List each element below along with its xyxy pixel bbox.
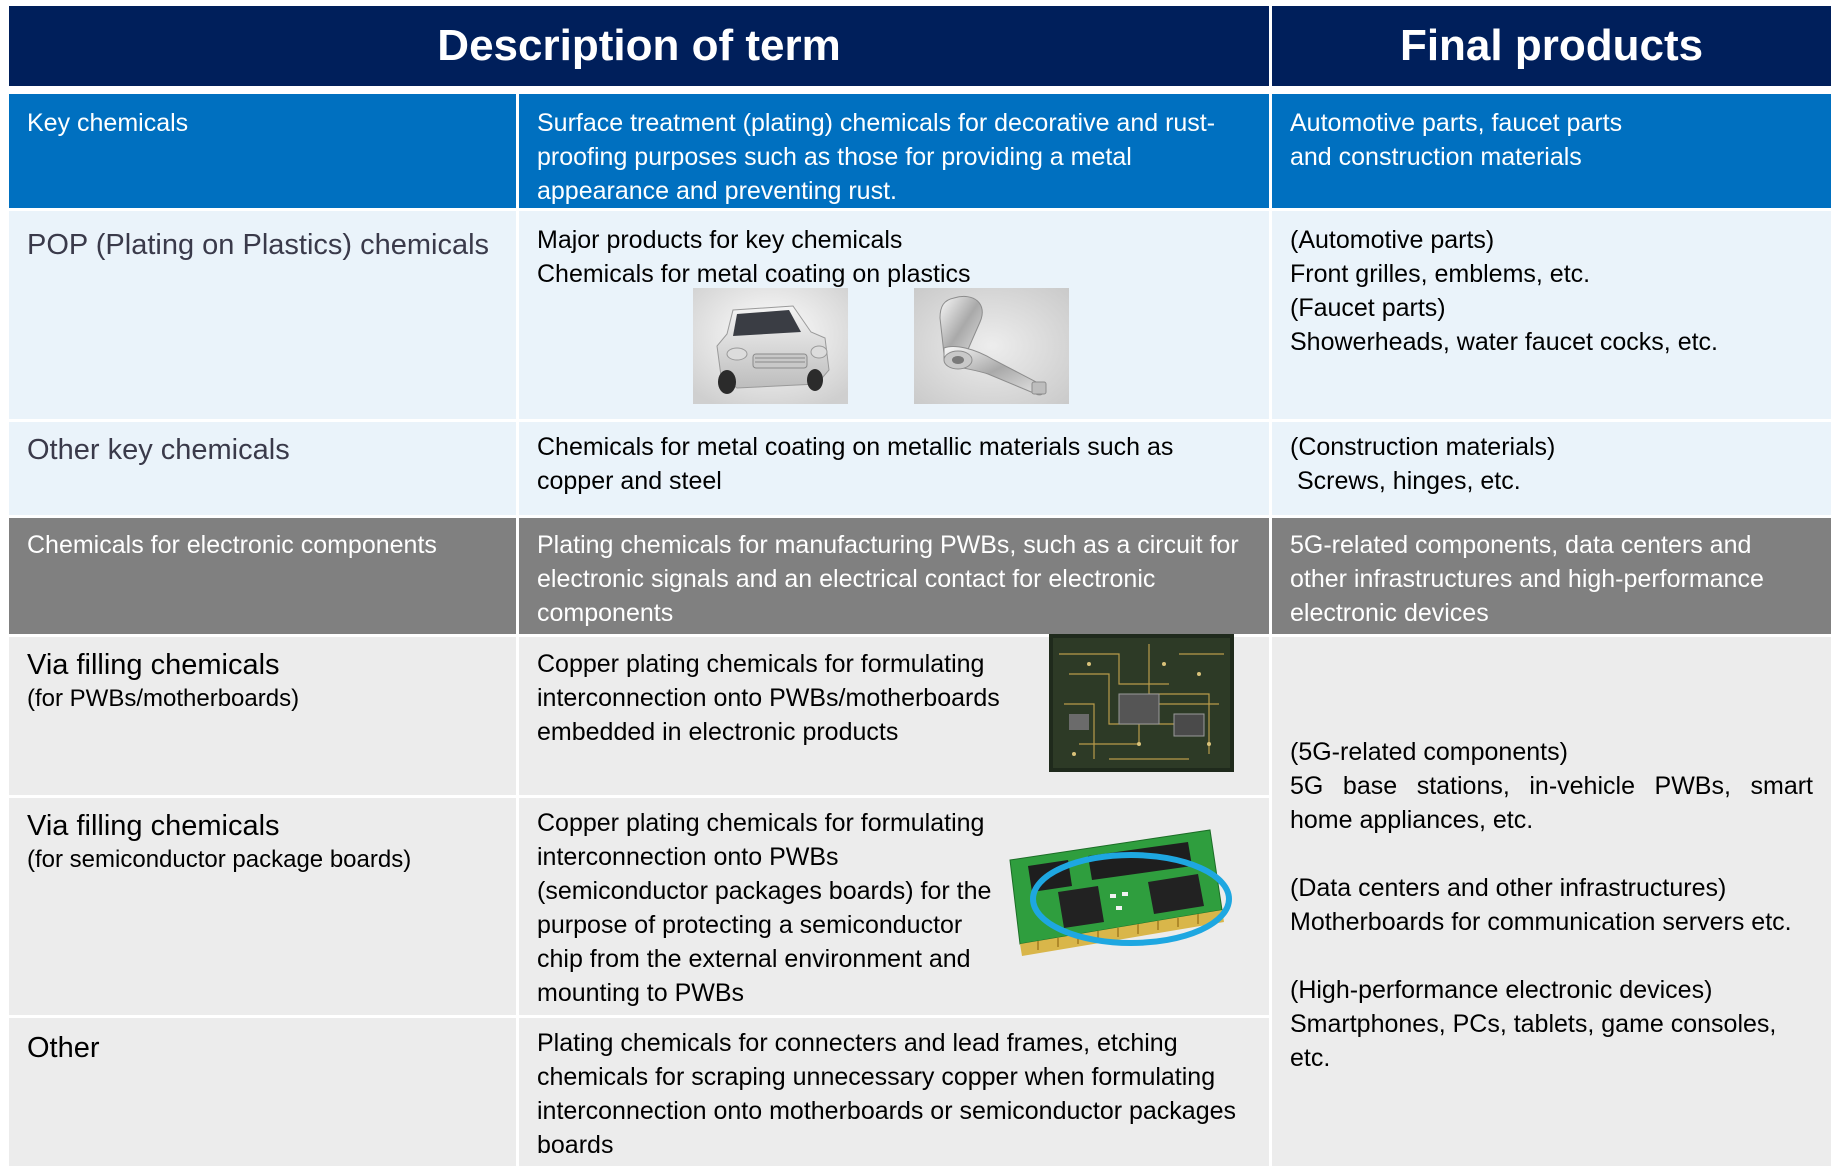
- pop-final-line-2: Front grilles, emblems, etc.: [1290, 260, 1591, 288]
- row-other-key-final: (Construction materials) Screws, hinges,…: [1272, 422, 1831, 515]
- key-final-line-1: Automotive parts, faucet parts: [1290, 109, 1623, 137]
- other-label: Other: [27, 1032, 100, 1064]
- pop-label: POP (Plating on Plastics) chemicals: [27, 229, 490, 261]
- g5-title: (5G-related components): [1290, 738, 1568, 766]
- row-via-pwb-label: Via filling chemicals (for PWBs/motherbo…: [9, 637, 516, 795]
- other-description: Plating chemicals for connecters and lea…: [537, 1029, 1237, 1159]
- row-key-label: Key chemicals: [9, 94, 516, 208]
- other-key-final-line-2: Screws, hinges, etc.: [1290, 467, 1521, 495]
- row-pop-description: Major products for key chemicals Chemica…: [519, 211, 1269, 419]
- header-description: Description of term: [9, 6, 1269, 86]
- via-pkg-sublabel: (for semiconductor package boards): [27, 846, 412, 873]
- pop-final-line-4: Showerheads, water faucet cocks, etc.: [1290, 328, 1718, 356]
- electronic-final: 5G-related components, data centers and …: [1290, 531, 1764, 627]
- header-final-products: Final products: [1272, 6, 1831, 86]
- row-other-key-label: Other key chemicals: [9, 422, 516, 515]
- faucet-handle-photo: [914, 288, 1069, 404]
- electronic-final-merged: (5G-related components) 5G base stations…: [1272, 637, 1831, 1166]
- key-label: Key chemicals: [27, 109, 189, 137]
- hp-body: Smartphones, PCs, tablets, game consoles…: [1290, 1010, 1777, 1072]
- dc-body: Motherboards for communication servers e…: [1290, 908, 1792, 936]
- key-final-line-2: and construction materials: [1290, 143, 1582, 171]
- pop-final-line-1: (Automotive parts): [1290, 226, 1495, 254]
- row-electronic-label: Chemicals for electronic components: [9, 518, 516, 634]
- other-key-final-line-1: (Construction materials): [1290, 433, 1556, 461]
- g5-body: 5G base stations, in-vehicle PWBs, smart…: [1290, 772, 1813, 834]
- header-final-text: Final products: [1399, 21, 1704, 70]
- via-pwb-description: Copper plating chemicals for formulating…: [537, 650, 1000, 746]
- row-pop-label: POP (Plating on Plastics) chemicals: [9, 211, 516, 419]
- row-electronic-final: 5G-related components, data centers and …: [1272, 518, 1831, 634]
- row-via-pkg-label: Via filling chemicals (for semiconductor…: [9, 798, 516, 1015]
- electronic-label: Chemicals for electronic components: [27, 531, 437, 559]
- via-pwb-label: Via filling chemicals: [27, 649, 280, 681]
- other-key-label: Other key chemicals: [27, 434, 290, 466]
- key-description: Surface treatment (plating) chemicals fo…: [537, 109, 1216, 205]
- via-pkg-label: Via filling chemicals: [27, 810, 280, 842]
- row-other-description: Plating chemicals for connecters and lea…: [519, 1018, 1269, 1166]
- pop-description-line-1: Major products for key chemicals: [537, 226, 903, 254]
- row-other-key-description: Chemicals for metal coating on metallic …: [519, 422, 1269, 515]
- row-key-description: Surface treatment (plating) chemicals fo…: [519, 94, 1269, 208]
- dc-title: (Data centers and other infrastructures): [1290, 874, 1727, 902]
- hp-title: (High-performance electronic devices): [1290, 976, 1713, 1004]
- circuit-board-photo: [1049, 634, 1234, 772]
- other-key-description: Chemicals for metal coating on metallic …: [537, 433, 1174, 495]
- pop-description-line-2: Chemicals for metal coating on plastics: [537, 260, 971, 288]
- car-photo: [693, 288, 848, 404]
- row-pop-final: (Automotive parts) Front grilles, emblem…: [1272, 211, 1831, 419]
- row-key-final: Automotive parts, faucet parts and const…: [1272, 94, 1831, 208]
- row-other-label: Other: [9, 1018, 516, 1166]
- memory-module-photo: [1009, 829, 1232, 956]
- electronic-description: Plating chemicals for manufacturing PWBs…: [537, 531, 1239, 627]
- via-pkg-description: Copper plating chemicals for formulating…: [537, 809, 992, 1007]
- header-description-text: Description of term: [437, 21, 841, 70]
- row-via-pkg-description: Copper plating chemicals for formulating…: [519, 798, 1269, 1015]
- row-electronic-description: Plating chemicals for manufacturing PWBs…: [519, 518, 1269, 634]
- via-pwb-sublabel: (for PWBs/motherboards): [27, 685, 300, 712]
- pop-final-line-3: (Faucet parts): [1290, 294, 1446, 322]
